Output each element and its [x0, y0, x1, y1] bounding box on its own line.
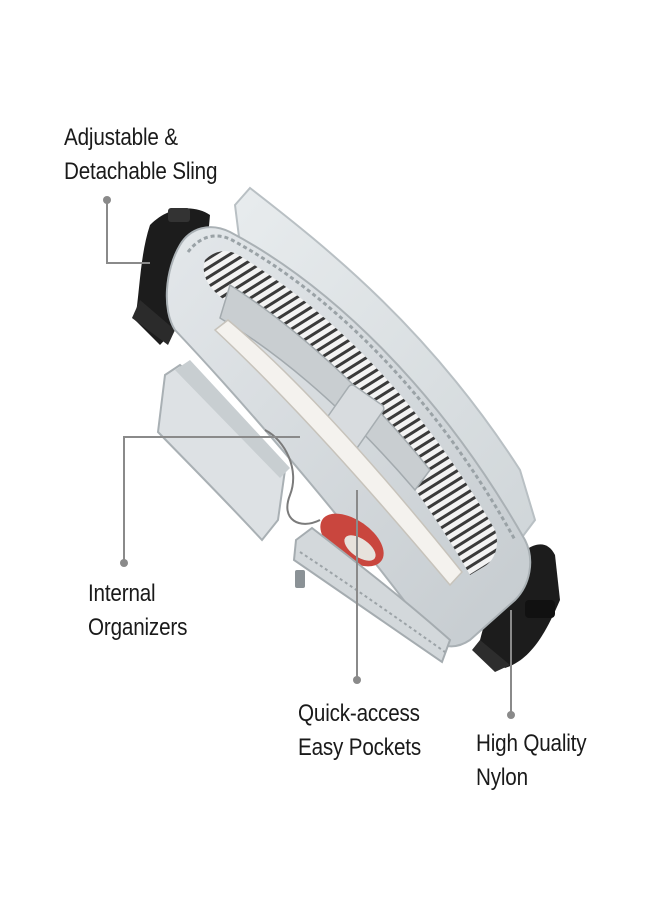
callout-nylon-line1: High Quality — [476, 730, 587, 757]
callout-pockets-line1: Quick-access — [298, 700, 420, 727]
callout-organizers-label: Internal Organizers — [88, 577, 187, 645]
cable — [264, 429, 321, 525]
sling-strap-bottom — [472, 544, 560, 672]
callout-nylon-label: High Quality Nylon — [476, 727, 587, 795]
callout-nylon-line2: Nylon — [476, 764, 528, 791]
internal-divider — [219, 283, 431, 492]
callout-pockets-label: Quick-access Easy Pockets — [298, 697, 421, 765]
callout-sling-line1: Adjustable & — [64, 124, 178, 151]
callout-organizers-line1: Internal — [88, 580, 156, 607]
callout-dots — [103, 196, 515, 719]
zipper-pull — [295, 570, 305, 588]
laptop — [213, 319, 463, 587]
callout-sling-label: Adjustable & Detachable Sling — [64, 121, 217, 189]
zipper-track — [186, 234, 517, 541]
callout-organizers-line2: Organizers — [88, 614, 188, 641]
callout-pockets-line2: Easy Pockets — [298, 734, 421, 761]
callout-lines — [106, 200, 512, 715]
callout-sling-line2: Detachable Sling — [64, 158, 218, 185]
